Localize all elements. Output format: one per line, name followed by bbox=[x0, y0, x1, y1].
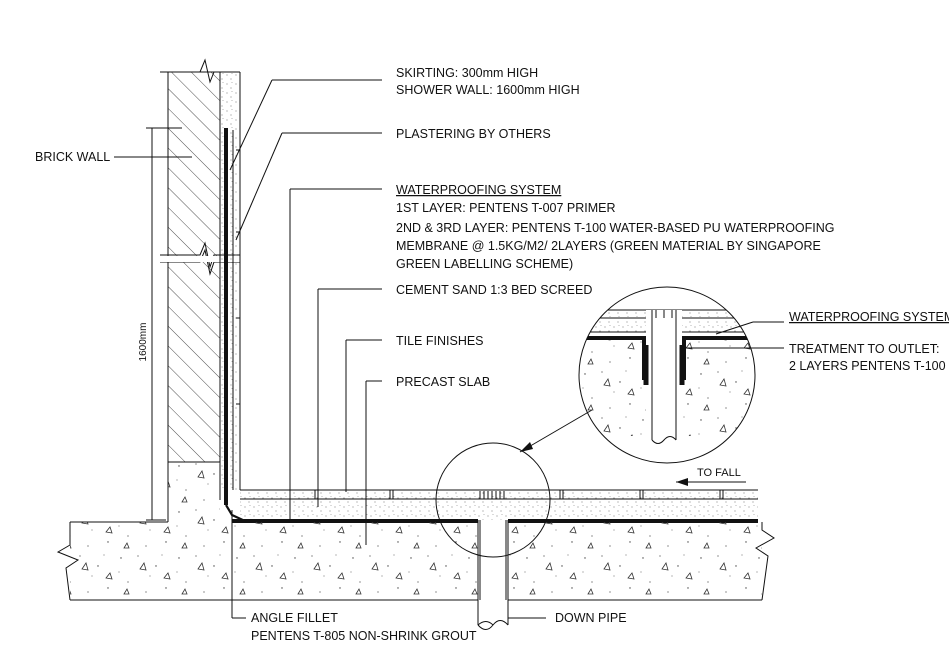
plastering-label: PLASTERING BY OTHERS bbox=[396, 127, 551, 141]
grout-label: PENTENS T-805 NON-SHRINK GROUT bbox=[251, 629, 477, 643]
dimension-label: 1600mm bbox=[138, 323, 149, 362]
annotations: SKIRTING: 300mm HIGH SHOWER WALL: 1600mm… bbox=[35, 66, 949, 643]
floor-build-up bbox=[232, 489, 758, 523]
precast-slab-label: PRECAST SLAB bbox=[396, 375, 490, 389]
down-pipe-label: DOWN PIPE bbox=[555, 611, 627, 625]
plaster-layer bbox=[219, 72, 241, 500]
to-fall-label: TO FALL bbox=[697, 467, 741, 479]
detail-waterproofing-label: WATERPROOFING SYSTEM bbox=[789, 310, 949, 324]
tile-finishes-label: TILE FINISHES bbox=[396, 334, 484, 348]
wp-layer-3: MEMBRANE @ 1.5KG/M2/ 2LAYERS (GREEN MATE… bbox=[396, 239, 821, 253]
down-pipe bbox=[477, 520, 509, 630]
screed-label: CEMENT SAND 1:3 BED SCREED bbox=[396, 283, 592, 297]
outlet-treatment-label: TREATMENT TO OUTLET: bbox=[789, 342, 939, 356]
leader-lines bbox=[114, 79, 784, 619]
angle-fillet-label: ANGLE FILLET bbox=[251, 611, 338, 625]
shower-wall-label: SHOWER WALL: 1600mm HIGH bbox=[396, 83, 580, 97]
outlet-treatment-layers: 2 LAYERS PENTENS T-100 bbox=[789, 359, 946, 373]
precast-slab bbox=[56, 462, 775, 601]
skirting-label: SKIRTING: 300mm HIGH bbox=[396, 66, 538, 80]
wp-layer-4: GREEN LABELLING SCHEME) bbox=[396, 257, 573, 271]
waterproofing-system-title: WATERPROOFING SYSTEM bbox=[396, 183, 561, 197]
enlarged-detail bbox=[578, 286, 756, 464]
small-detail-circle bbox=[435, 409, 593, 558]
height-dimension: 1600mm bbox=[138, 127, 182, 521]
wp-layer-2: 2ND & 3RD LAYER: PENTENS T-100 WATER-BAS… bbox=[396, 221, 835, 235]
brick-wall-label: BRICK WALL bbox=[35, 150, 110, 164]
wp-layer-1: 1ST LAYER: PENTENS T-007 PRIMER bbox=[396, 201, 616, 215]
to-fall-arrow: TO FALL bbox=[676, 467, 746, 486]
